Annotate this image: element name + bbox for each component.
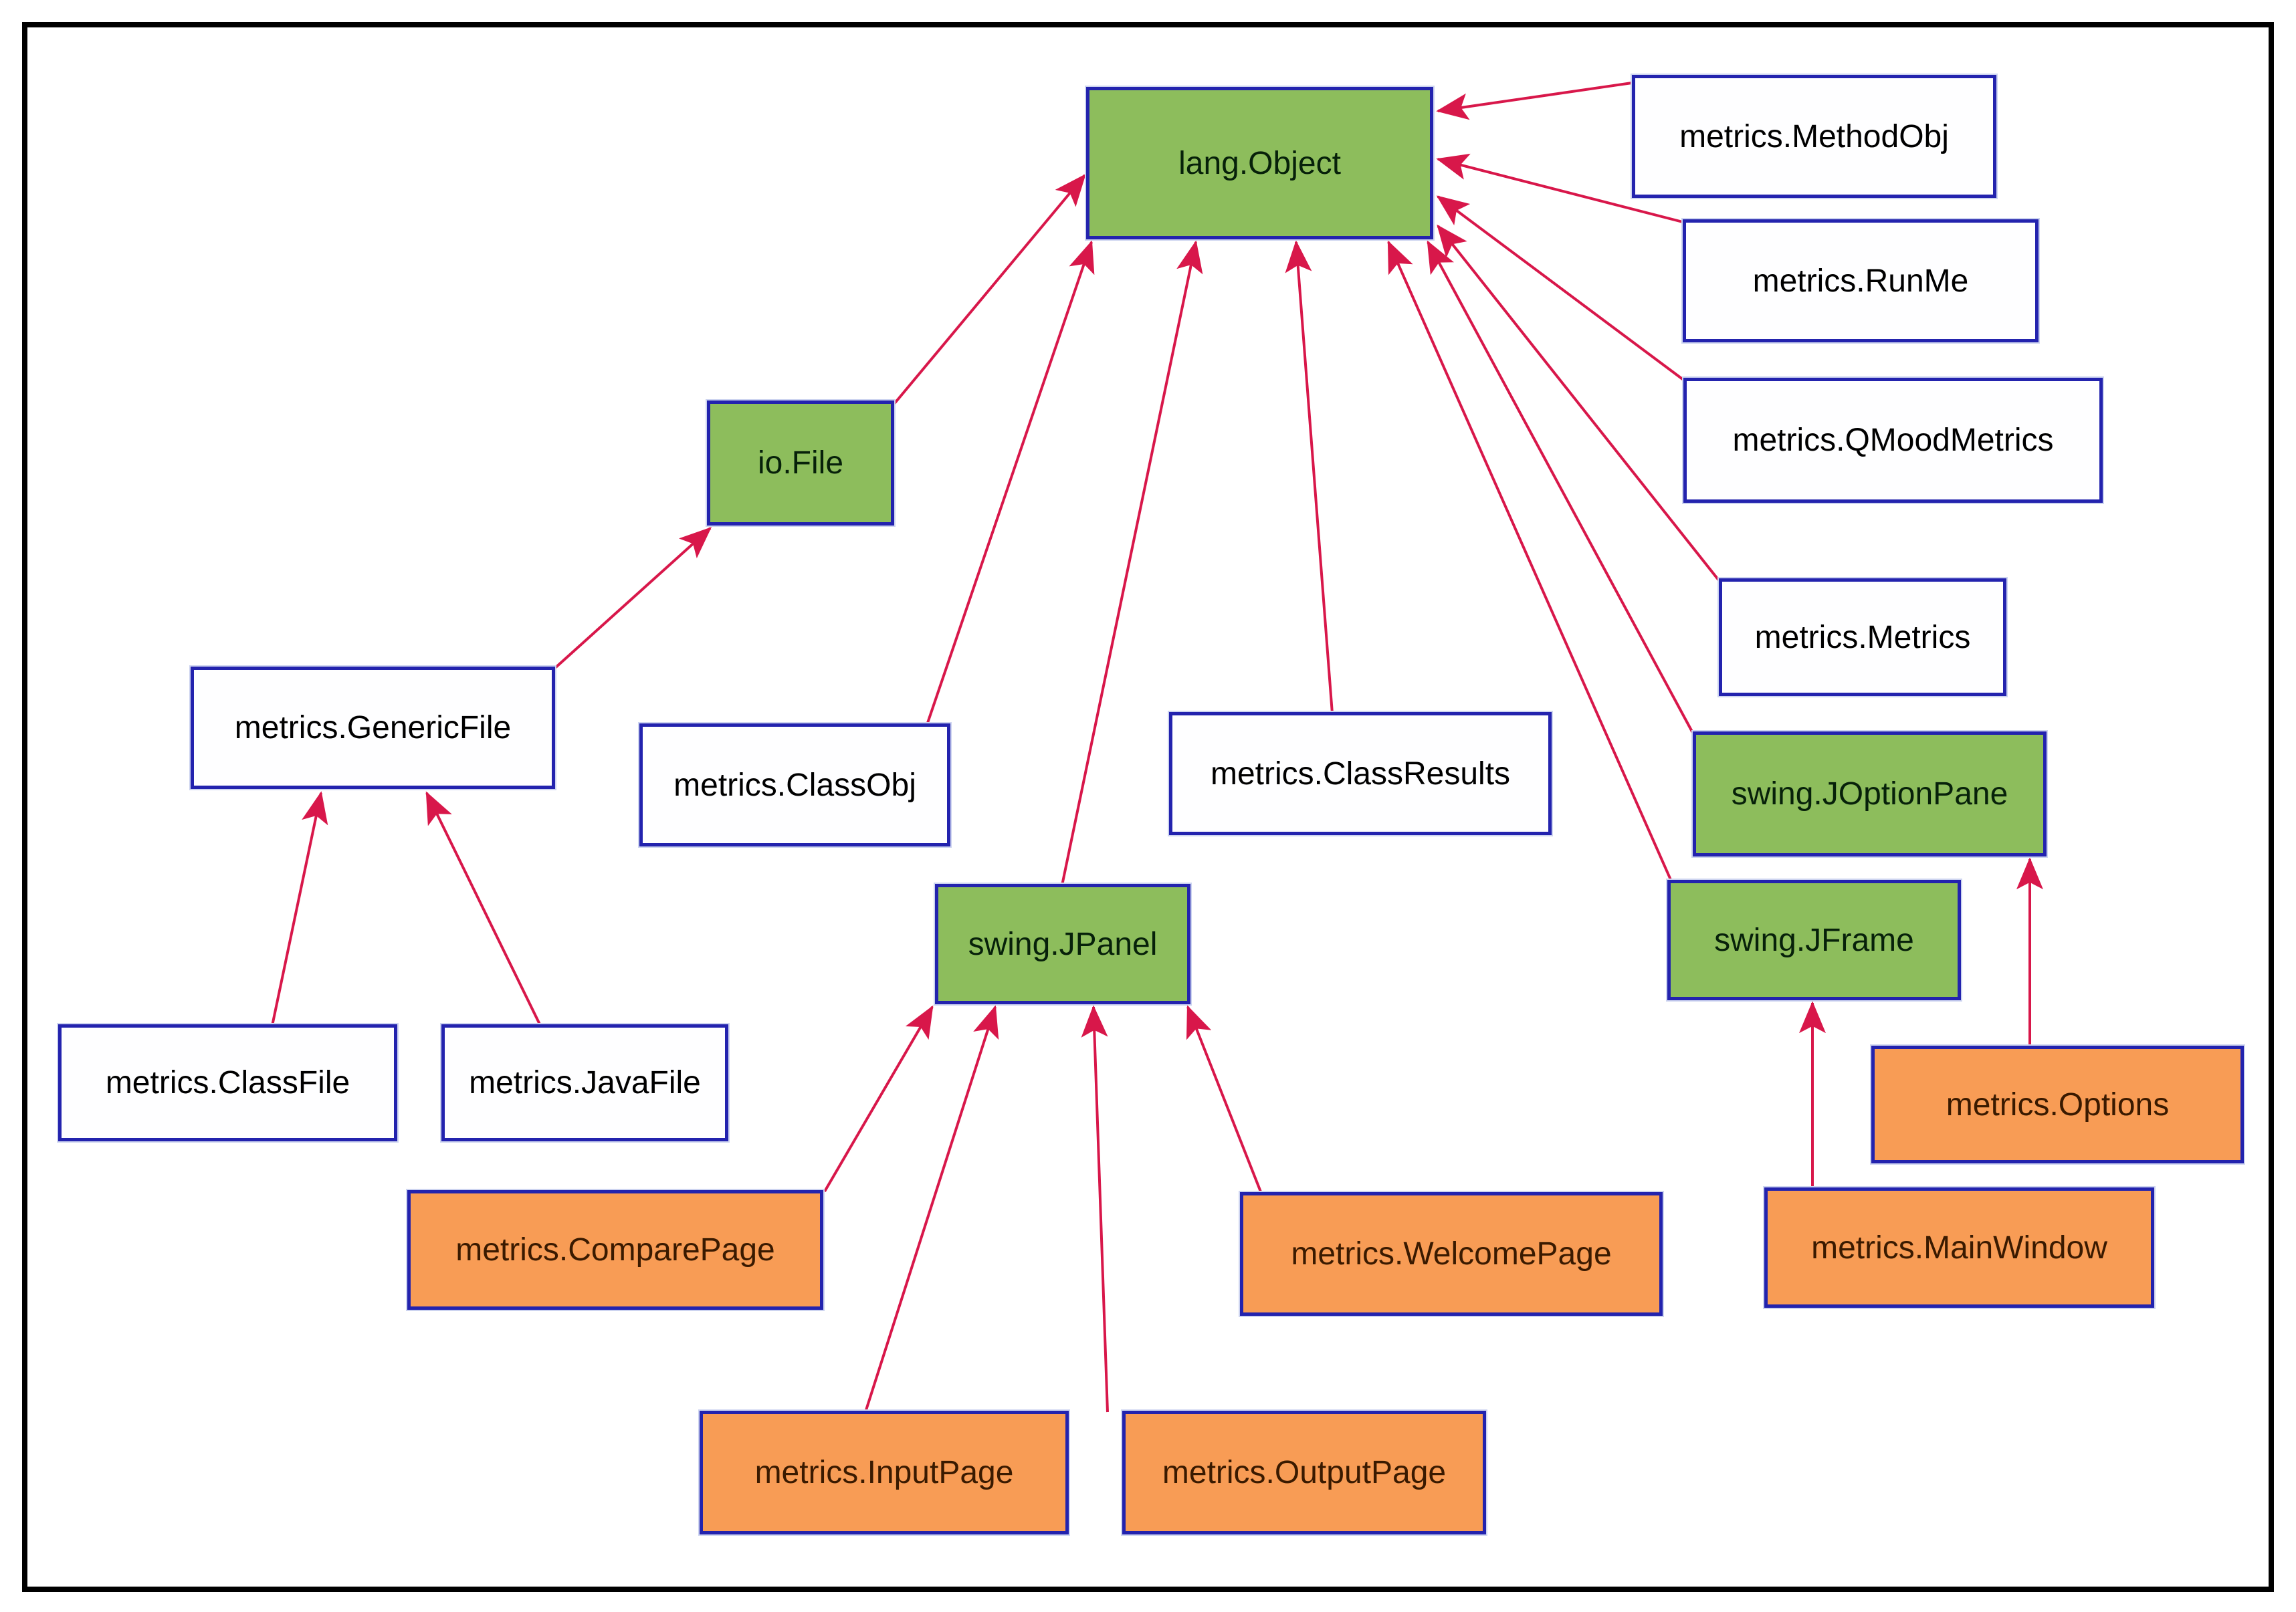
inheritance-arrow-jframe-to-lang-object: [1387, 240, 1673, 882]
diagram-outer-border: [22, 22, 2274, 1592]
inheritance-arrow-comparepage-to-jpanel: [823, 1005, 934, 1193]
inheritance-arrow-javafile-to-genericfile: [425, 791, 542, 1026]
inheritance-arrow-outputpage-to-jpanel: [1081, 1005, 1109, 1413]
inheritance-arrow-jpanel-to-lang-object: [1061, 240, 1203, 886]
class-node-label: metrics.MethodObj: [1679, 118, 1949, 154]
inheritance-arrow-inputpage-to-jpanel: [864, 1005, 999, 1413]
class-node-label: swing.JFrame: [1714, 922, 1914, 958]
class-node-label: swing.JOptionPane: [1731, 776, 2008, 812]
class-node-label: metrics.MainWindow: [1811, 1230, 2107, 1266]
class-node-welcomepage: metrics.WelcomePage: [1240, 1192, 1663, 1316]
class-node-qmoodmetrics: metrics.QMoodMetrics: [1683, 378, 2103, 503]
class-node-metrics: metrics.Metrics: [1719, 578, 2006, 696]
class-node-jpanel: swing.JPanel: [935, 884, 1190, 1004]
class-node-label: swing.JPanel: [968, 926, 1158, 962]
class-node-label: metrics.ClassObj: [673, 767, 916, 803]
class-node-label: metrics.ComparePage: [455, 1232, 775, 1268]
class-node-label: metrics.Options: [1946, 1086, 2170, 1123]
class-node-label: metrics.QMoodMetrics: [1732, 423, 2054, 458]
inheritance-arrow-genericfile-to-iofile: [554, 527, 712, 669]
class-node-lang-object: lang.Object: [1086, 87, 1433, 239]
inheritance-arrow-runme-to-lang-object: [1436, 153, 1683, 223]
class-node-outputpage: metrics.OutputPage: [1122, 1411, 1486, 1534]
inheritance-arrow-classfile-to-genericfile: [271, 791, 328, 1026]
class-node-label: metrics.ClassResults: [1210, 756, 1511, 792]
class-node-joptionpane: swing.JOptionPane: [1693, 731, 2047, 856]
class-node-runme: metrics.RunMe: [1683, 219, 2039, 342]
class-node-classresults: metrics.ClassResults: [1169, 712, 1552, 835]
class-node-label: metrics.ClassFile: [105, 1065, 350, 1101]
inheritance-arrow-joptionpane-to-lang-object: [1427, 240, 1694, 733]
class-node-classfile: metrics.ClassFile: [58, 1024, 397, 1141]
class-node-options: metrics.Options: [1871, 1046, 2244, 1163]
class-node-iofile: io.File: [707, 400, 894, 526]
class-node-label: metrics.OutputPage: [1162, 1455, 1447, 1490]
class-node-label: metrics.WelcomePage: [1291, 1236, 1612, 1272]
class-node-genericfile: metrics.GenericFile: [191, 667, 555, 789]
class-node-label: metrics.InputPage: [754, 1455, 1014, 1490]
class-node-comparepage: metrics.ComparePage: [407, 1190, 823, 1310]
class-node-inputpage: metrics.InputPage: [700, 1411, 1069, 1534]
class-node-label: metrics.Metrics: [1754, 619, 1971, 655]
class-node-label: metrics.GenericFile: [234, 710, 512, 745]
class-node-label: metrics.JavaFile: [469, 1065, 701, 1101]
class-node-jframe: swing.JFrame: [1667, 880, 1961, 1000]
inheritance-arrow-classresults-to-lang-object: [1285, 240, 1334, 714]
class-node-methodobj: metrics.MethodObj: [1632, 75, 1996, 198]
inheritance-arrow-classobj-to-lang-object: [926, 240, 1095, 725]
class-node-label: metrics.RunMe: [1752, 263, 1969, 299]
inheritance-arrow-iofile-to-lang-object: [893, 173, 1086, 405]
inheritance-arrow-methodobj-to-lang-object: [1436, 82, 1633, 120]
class-node-label: io.File: [757, 445, 844, 481]
class-node-javafile: metrics.JavaFile: [441, 1024, 728, 1141]
class-node-classobj: metrics.ClassObj: [639, 723, 950, 846]
inheritance-arrow-qmoodmetrics-to-lang-object: [1436, 195, 1685, 381]
class-node-mainwindow: metrics.MainWindow: [1764, 1187, 2154, 1308]
class-node-label: lang.Object: [1178, 145, 1341, 181]
inheritance-arrow-metrics-to-lang-object: [1437, 224, 1720, 582]
inheritance-arrow-welcomepage-to-jpanel: [1186, 1005, 1263, 1194]
